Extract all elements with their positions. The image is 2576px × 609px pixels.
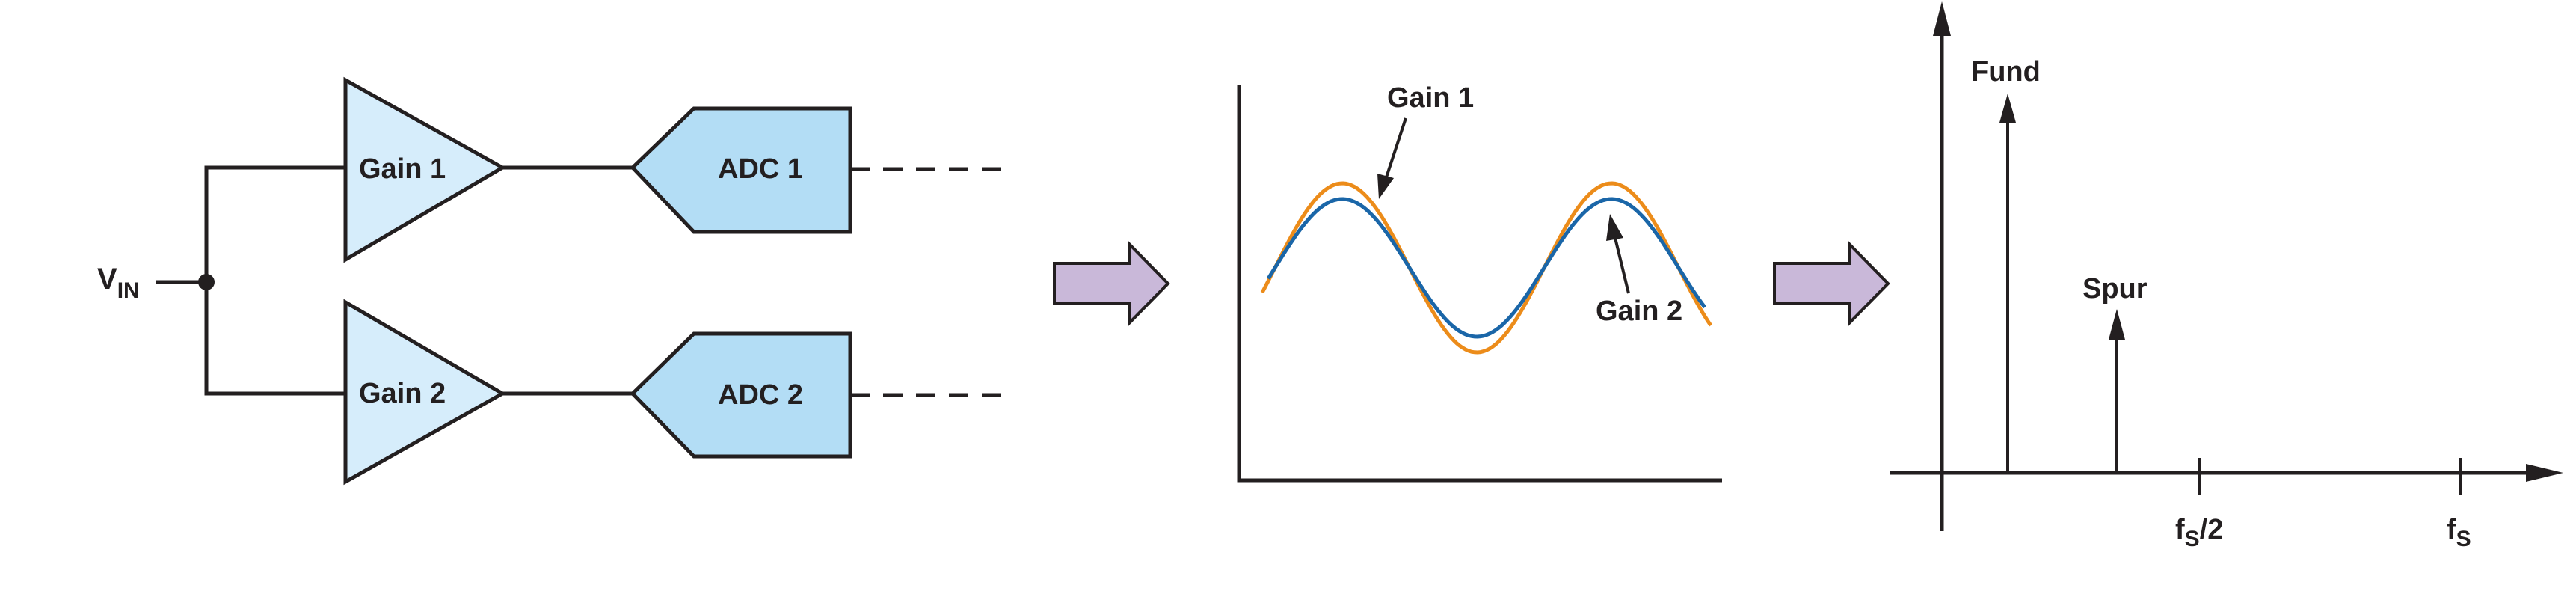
adc-2-label: ADC 2 [718, 379, 803, 411]
y-axis-arrowhead-icon [1933, 1, 1951, 36]
right-arrow-icon [1773, 240, 1890, 327]
fund-label: Fund [1971, 56, 2041, 88]
amp-1-label: Gain 1 [359, 153, 446, 185]
waveform-axes [1237, 85, 1722, 483]
waveform-plot: Gain 1 Gain 2 [1237, 82, 1722, 483]
amp-1 [343, 76, 507, 263]
fund-arrowhead-icon [1999, 94, 2016, 123]
gain1-callout-label: Gain 1 [1387, 82, 1474, 114]
spur-label: Spur [2082, 273, 2148, 304]
split-wire [204, 165, 347, 396]
vin-label: VIN [97, 263, 140, 303]
gain2-callout-head [1606, 214, 1623, 241]
circuit-block: VIN Gain 1 Gain 2 ADC 1 ADC 2 [97, 76, 1008, 486]
fs-half-label: fS/2 [2175, 514, 2223, 551]
gain1-callout-head [1377, 174, 1394, 199]
x-axis-arrowhead-icon [2526, 464, 2563, 482]
gain2-callout-label: Gain 2 [1596, 296, 1682, 327]
spur-arrowhead-icon [2109, 309, 2125, 340]
spectrum-plot: Fund Spur fS/2 fS [1890, 1, 2563, 551]
adc-1-label: ADC 1 [718, 153, 803, 185]
amp-2 [343, 299, 507, 486]
amp-2-label: Gain 2 [359, 378, 446, 409]
gain1-trace [1260, 181, 1713, 355]
gain2-trace [1266, 197, 1707, 339]
fs-label: fS [2447, 514, 2471, 551]
gain2-callout-line [1614, 237, 1630, 294]
gain1-callout-line [1384, 117, 1407, 180]
right-arrow-icon [1053, 240, 1170, 327]
